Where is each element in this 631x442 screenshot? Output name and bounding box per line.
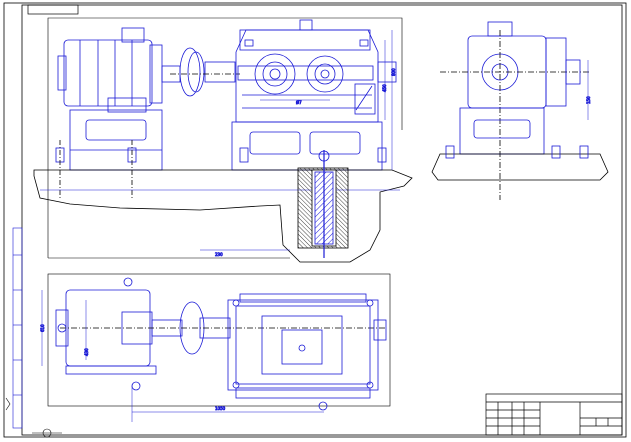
- plan-view: 1050 610 430: [40, 273, 391, 422]
- coupling: [161, 47, 240, 97]
- corner-marker: [5, 397, 62, 438]
- title-block: [485, 393, 623, 436]
- anchor-well: [297, 150, 349, 258]
- margin-stamp-strip: [12, 227, 23, 429]
- electric-motor: [57, 27, 163, 113]
- side-motor: [440, 21, 590, 200]
- top-left-stamp: [27, 4, 79, 15]
- sheet-frame: [3, 2, 627, 438]
- dim-d8: 430: [84, 348, 89, 356]
- gearbox-base: [231, 121, 383, 171]
- plan-coupling: [60, 301, 385, 355]
- plan-dimensions: [41, 290, 324, 422]
- dim-d4: 1050: [215, 406, 226, 411]
- dim-d6: 230: [215, 252, 223, 257]
- side-base: [431, 107, 609, 181]
- dim-d5: 610: [40, 324, 45, 332]
- dim-d1: 800: [391, 68, 396, 76]
- motor-base: [69, 109, 163, 171]
- dim-d3: Ø7: [296, 100, 302, 105]
- plan-motor: [55, 277, 157, 391]
- plan-gearbox: [227, 293, 387, 411]
- front-dimensions: [200, 30, 393, 251]
- side-view: 150: [431, 21, 609, 200]
- dim-d2: 450: [382, 84, 387, 92]
- gearbox: [235, 19, 397, 123]
- front-view: 450 800 Ø7 230: [33, 17, 413, 263]
- dim-d7: 150: [586, 96, 591, 104]
- foundation: [33, 169, 413, 263]
